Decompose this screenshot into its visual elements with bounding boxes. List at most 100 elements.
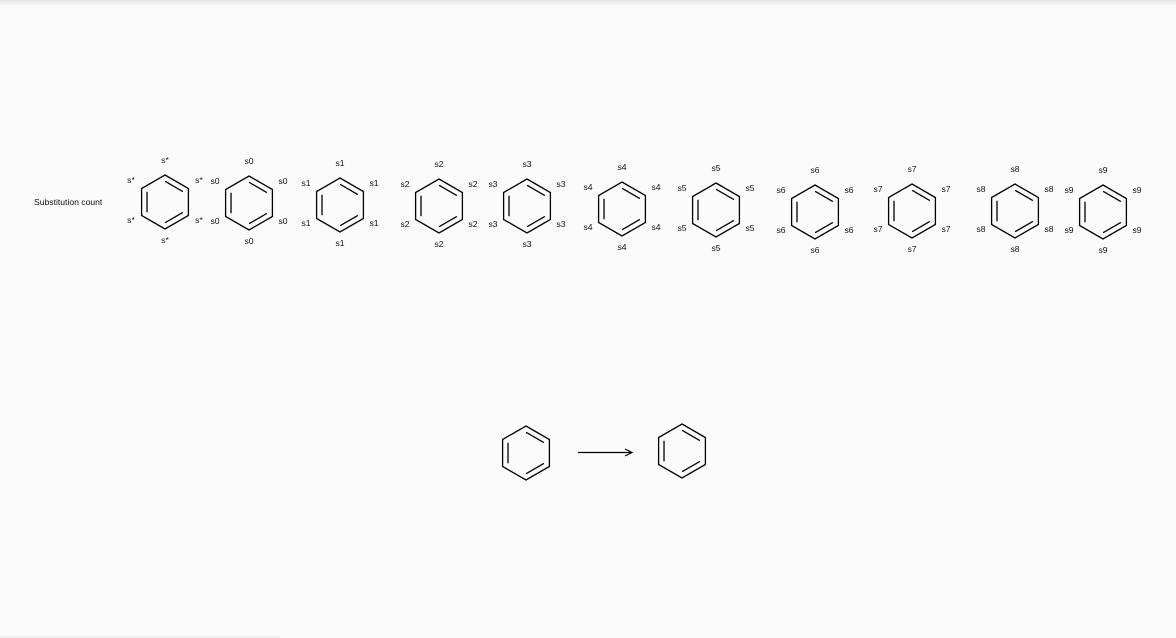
substitution-label-bottom: s1	[335, 238, 344, 248]
substitution-label-bottom: s2	[434, 239, 443, 249]
double-bond	[681, 461, 701, 473]
substitution-ring-0[interactable]: s*s*s*s*s*s*	[127, 155, 203, 245]
reactant-benzene[interactable]	[501, 425, 551, 481]
reaction-arrow[interactable]	[578, 448, 634, 457]
substitution-label-upper-left: s3	[488, 179, 497, 189]
double-bond	[438, 216, 458, 228]
double-bond	[164, 212, 184, 224]
ring-bonds	[887, 183, 937, 239]
substitution-label-upper-left: s2	[400, 179, 409, 189]
double-bond	[438, 184, 458, 196]
substitution-label-upper-left: s8	[976, 184, 985, 194]
substitution-label-top: s4	[617, 162, 626, 172]
substitution-label-lower-left: s1	[301, 218, 310, 228]
substitution-label-upper-right: s8	[1044, 184, 1053, 194]
ring-bonds	[140, 174, 190, 230]
substitution-label-top: s2	[434, 159, 443, 169]
substitution-label-upper-right: s0	[278, 176, 287, 186]
substitution-label-upper-left: s0	[210, 176, 219, 186]
benzene-ring[interactable]	[597, 181, 647, 237]
substitution-label-upper-right: s3	[556, 179, 565, 189]
double-bond	[525, 431, 545, 443]
benzene-ring[interactable]	[502, 178, 552, 234]
benzene-ring[interactable]	[790, 184, 840, 240]
substitution-label-lower-left: s7	[873, 224, 882, 234]
top-edge-shadow	[0, 0, 1176, 6]
ring-bonds	[657, 423, 707, 479]
product-benzene[interactable]	[657, 423, 707, 479]
substitution-label-top: s5	[711, 163, 720, 173]
substitution-label-upper-right: s5	[745, 183, 754, 193]
substitution-label-top: s3	[522, 159, 531, 169]
ring-bonds	[501, 425, 551, 481]
ring-bonds	[502, 178, 552, 234]
substitution-label-lower-right: s8	[1044, 224, 1053, 234]
double-bond	[248, 181, 268, 193]
substitution-label-lower-right: s*	[195, 215, 203, 225]
double-bond	[911, 189, 931, 201]
substitution-label-top: s6	[810, 165, 819, 175]
ring-bonds	[990, 183, 1040, 239]
ring-bonds	[790, 184, 840, 240]
substitution-label-upper-left: s7	[873, 184, 882, 194]
substitution-row: s*s*s*s*s*s*s0s0s0s0s0s0s1s1s1s1s1s1s2s2…	[127, 155, 1142, 255]
substitution-label-upper-right: s7	[941, 184, 950, 194]
substitution-label-lower-right: s7	[941, 224, 950, 234]
substitution-label-upper-right: s4	[651, 182, 660, 192]
ring-bonds	[1078, 184, 1128, 240]
substitution-label-lower-left: s0	[210, 216, 219, 226]
double-bond	[1102, 222, 1122, 234]
double-bond	[1102, 190, 1122, 202]
ring-bonds	[414, 178, 464, 234]
benzene-ring[interactable]	[887, 183, 937, 239]
substitution-label-upper-right: s*	[195, 175, 203, 185]
benzene-ring[interactable]	[691, 182, 741, 238]
substitution-label-top: s1	[335, 158, 344, 168]
benzene-ring[interactable]	[1078, 184, 1128, 240]
benzene-ring[interactable]	[224, 175, 274, 231]
substitution-label-lower-right: s3	[556, 219, 565, 229]
double-bond	[164, 180, 184, 192]
substitution-label-upper-left: s9	[1064, 185, 1073, 195]
double-bond	[525, 463, 545, 475]
benzene-ring[interactable]	[414, 178, 464, 234]
double-bond	[526, 184, 546, 196]
row-label: Substitution count	[34, 197, 103, 207]
substitution-label-bottom: s0	[244, 236, 253, 246]
arrow-head-icon	[624, 448, 634, 457]
substitution-label-lower-left: s2	[400, 219, 409, 229]
substitution-label-upper-left: s4	[583, 182, 592, 192]
substitution-label-bottom: s4	[617, 242, 626, 252]
substitution-label-upper-left: s*	[127, 175, 135, 185]
substitution-label-upper-left: s6	[776, 185, 785, 195]
benzene-ring[interactable]	[140, 174, 190, 230]
double-bond	[526, 216, 546, 228]
substitution-label-lower-right: s1	[369, 218, 378, 228]
benzene-ring[interactable]	[990, 183, 1040, 239]
double-bond	[681, 429, 701, 441]
substitution-label-upper-right: s1	[369, 178, 378, 188]
substitution-label-lower-right: s9	[1132, 225, 1141, 235]
substitution-label-bottom: s3	[522, 239, 531, 249]
double-bond	[248, 213, 268, 225]
double-bond	[911, 221, 931, 233]
substitution-label-bottom: s5	[711, 243, 720, 253]
substitution-label-top: s7	[907, 164, 916, 174]
substitution-label-lower-left: s8	[976, 224, 985, 234]
double-bond	[715, 220, 735, 232]
benzene-ring[interactable]	[315, 177, 365, 233]
double-bond	[1014, 221, 1034, 233]
double-bond	[339, 183, 359, 195]
substitution-label-upper-right: s2	[468, 179, 477, 189]
